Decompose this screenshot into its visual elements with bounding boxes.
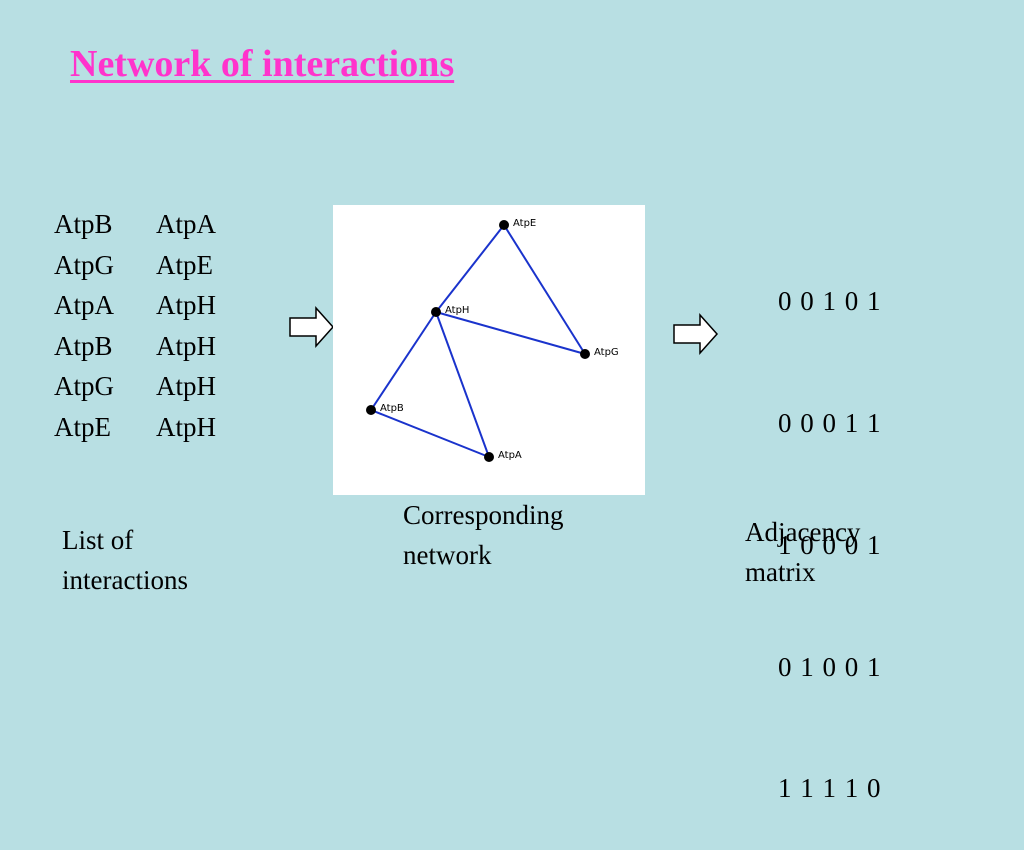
edge-atpg-atph (435, 311, 586, 355)
caption-network: Corresponding network (403, 500, 564, 570)
edge-atpa-atph (435, 311, 490, 458)
interaction-pair: AtpA AtpH (54, 285, 216, 326)
node-label-atpb: AtpB (380, 403, 404, 414)
interaction-target: AtpH (156, 290, 216, 321)
node-label-atpa: AtpA (498, 450, 522, 461)
interaction-target: AtpH (156, 330, 216, 361)
interaction-target: AtpH (156, 371, 216, 402)
node-atpe (499, 220, 509, 230)
network-nodes: AtpE AtpH AtpG AtpB AtpA (366, 218, 619, 462)
edge-atpb-atph (370, 311, 437, 411)
interaction-target: AtpH (156, 411, 216, 442)
right-arrow-icon (289, 306, 335, 348)
matrix-row: 1 1 1 1 0 (778, 773, 882, 804)
network-edges (370, 224, 586, 458)
node-atpg (580, 349, 590, 359)
interaction-pair: AtpG AtpH (54, 366, 216, 407)
interaction-source: AtpE (54, 411, 111, 442)
interaction-source: AtpA (54, 290, 114, 321)
matrix-row: 0 0 1 0 1 (778, 286, 882, 317)
node-label-atph: AtpH (445, 305, 469, 316)
matrix-row: 0 1 0 0 1 (778, 651, 882, 682)
interaction-list: AtpB AtpA AtpG AtpE AtpA AtpH AtpB AtpH … (54, 204, 216, 448)
matrix-row: 0 0 0 1 1 (778, 407, 882, 438)
network-diagram: AtpE AtpH AtpG AtpB AtpA (333, 205, 645, 495)
interaction-source: AtpB (54, 330, 113, 361)
node-label-atpg: AtpG (594, 347, 619, 358)
interaction-pair: AtpB AtpA (54, 204, 216, 245)
interaction-source: AtpB (54, 209, 113, 239)
interaction-pair: AtpB AtpH (54, 326, 216, 367)
node-label-atpe: AtpE (513, 218, 536, 229)
interaction-source: AtpG (54, 249, 114, 280)
node-atpb (366, 405, 376, 415)
interaction-target: AtpA (156, 209, 216, 239)
edge-atpg-atpe (503, 224, 586, 355)
slide-title: Network of interactions (70, 43, 455, 85)
network-graph: AtpE AtpH AtpG AtpB AtpA (366, 218, 619, 462)
interaction-source: AtpG (54, 371, 114, 402)
edge-atpb-atpa (370, 409, 490, 458)
interaction-pair: AtpE AtpH (54, 407, 216, 448)
node-atpa (484, 452, 494, 462)
edge-atpe-atph (435, 224, 505, 313)
interaction-pair: AtpG AtpE (54, 245, 216, 286)
caption-interaction-list: List of interactions (62, 525, 188, 595)
right-arrow-icon (673, 313, 719, 355)
caption-adjacency-matrix: Adjacency matrix (745, 517, 861, 587)
interaction-target: AtpE (156, 249, 213, 280)
matrix-row: 1 0 0 0 1 (778, 529, 882, 560)
node-atph (431, 307, 441, 317)
